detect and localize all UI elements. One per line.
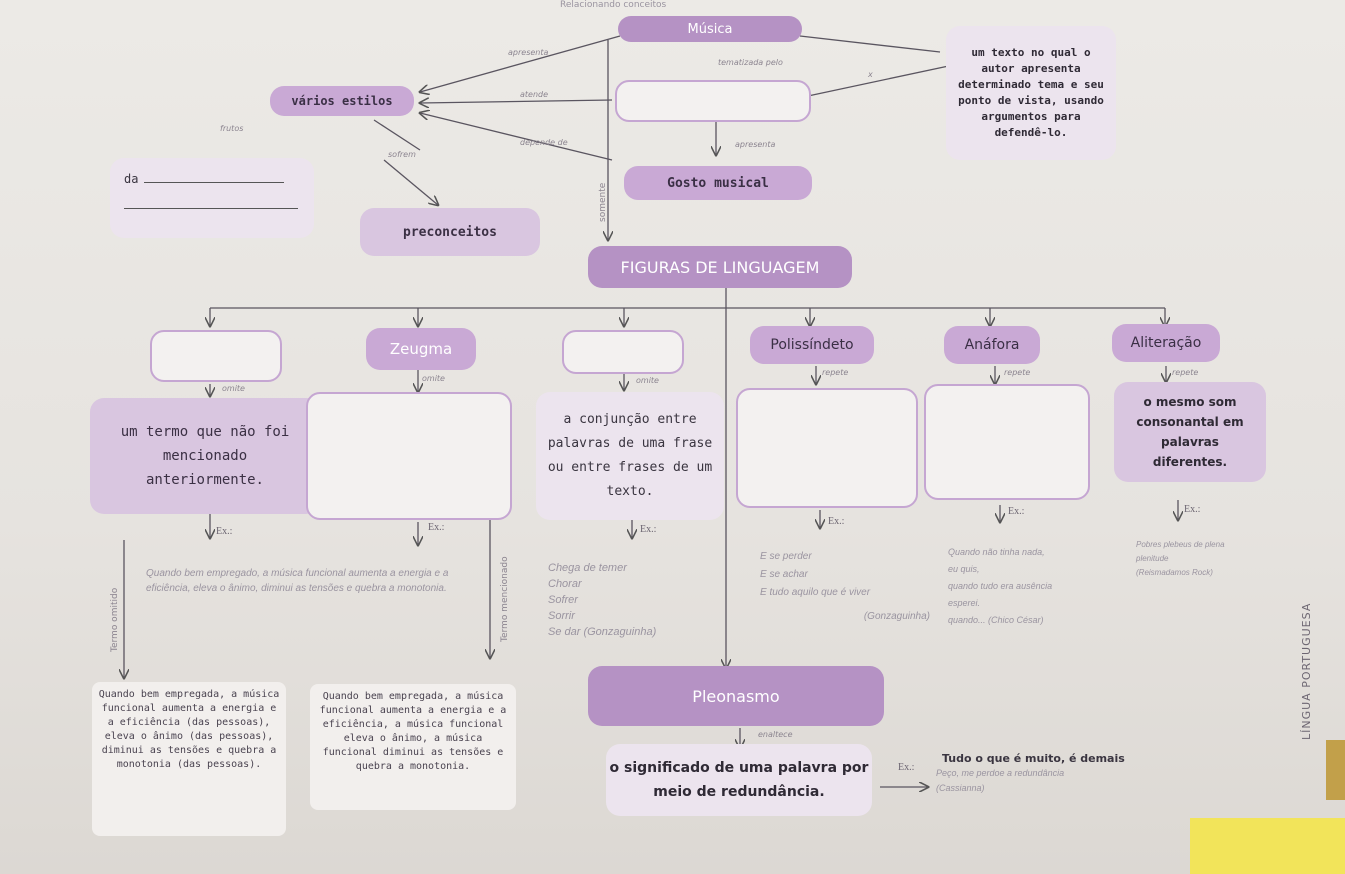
node-figuras-de-linguagem: FIGURAS DE LINGUAGEM	[588, 246, 852, 288]
edge-label-repete-1: repete	[822, 368, 849, 377]
polissindeto-line: E se achar	[760, 569, 808, 580]
ex-label-5: Ex.:	[1008, 506, 1025, 517]
polissindeto-line: E tudo aquilo que é viver	[760, 587, 871, 598]
edge-label-frutos: frutos	[220, 124, 244, 133]
edge-label-omite-1: omite	[222, 384, 245, 393]
anafora-line: eu quis,	[948, 564, 980, 574]
example-assindeto: Chega de temer Chorar Sofrer Sorrir Se d…	[548, 560, 708, 640]
edge-label-atende: atende	[520, 90, 549, 99]
aliteracao-line: (Reismadamos Rock)	[1136, 568, 1213, 577]
ex-label-7: Ex.:	[898, 762, 915, 773]
anafora-line: quando tudo era ausência	[948, 581, 1053, 591]
edge-label-somente: somente	[598, 182, 608, 222]
polissindeto-line: (Gonzaguinha)	[863, 611, 930, 622]
definition-pleonasmo: o significado de uma palavra por meio de…	[606, 744, 872, 816]
blank-figure-1[interactable]	[150, 330, 282, 382]
polissindeto-line: E se perder	[760, 551, 812, 562]
edge-label-apresenta-mid: apresenta	[735, 140, 776, 149]
ex-label-6: Ex.:	[1184, 504, 1201, 515]
side-tab-marker	[1326, 740, 1345, 800]
edge-label-sofrem: sofrem	[388, 150, 416, 159]
node-preconceitos: preconceitos	[360, 208, 540, 256]
example-elipse: Quando bem empregado, a música funcional…	[146, 568, 449, 594]
anafora-line: esperei.	[948, 598, 981, 608]
sticky-note	[1190, 818, 1345, 874]
da-label: da	[124, 172, 139, 186]
edge-label-repete-2: repete	[1004, 368, 1031, 377]
label-termo-omitido: Termo omitido	[110, 587, 120, 652]
blank-line-1[interactable]	[144, 182, 285, 183]
example-polissindeto: E se perder E se achar E tudo aquilo que…	[760, 548, 930, 626]
edge-label-omite-3: omite	[636, 376, 659, 385]
node-zeugma: Zeugma	[366, 328, 476, 370]
aliteracao-line: plenitude	[1136, 554, 1169, 563]
header-text: Relacionando conceitos	[560, 0, 667, 10]
card-elipse-example: Quando bem empregada, a música funcional…	[92, 682, 286, 836]
edge-label-tematizada: tematizada pelo	[718, 58, 783, 67]
example-anafora: Quando não tinha nada, eu quis, quando t…	[948, 544, 1118, 629]
ex-label-4: Ex.:	[828, 516, 845, 527]
assindeto-line: Sofrer	[548, 594, 578, 606]
definition-aliteracao: o mesmo som consonantal em palavras dife…	[1114, 382, 1266, 482]
label-termo-mencionado: Termo mencionado	[500, 556, 510, 642]
side-tab-label: LÍNGUA PORTUGUESA	[1300, 602, 1313, 740]
definition-assindeto: a conjunção entre palavras de uma frase …	[536, 392, 724, 520]
ex-label-3: Ex.:	[640, 524, 657, 535]
example-aliteracao: Pobres plebeus de plena plenitude (Reism…	[1136, 538, 1266, 580]
blank-definition-polissindeto[interactable]	[736, 388, 918, 508]
node-gosto-musical: Gosto musical	[624, 166, 812, 200]
node-pleonasmo: Pleonasmo	[588, 666, 884, 726]
pleonasmo-line: (Cassianna)	[936, 783, 985, 793]
pleonasmo-example-title: Tudo o que é muito, é demais	[942, 752, 1125, 765]
node-polissindeto: Polissíndeto	[750, 326, 874, 364]
node-aliteracao: Aliteração	[1112, 324, 1220, 362]
assindeto-line: Chega de temer	[548, 562, 627, 574]
edge-label-apresenta: apresenta	[508, 48, 549, 57]
anafora-line: Quando não tinha nada,	[948, 547, 1045, 557]
edge-label-x: x	[868, 70, 873, 79]
assindeto-line: Se dar (Gonzaguinha)	[548, 626, 657, 638]
assindeto-line: Chorar	[548, 578, 582, 590]
card-zeugma-example: Quando bem empregada, a música funcional…	[310, 684, 516, 810]
blank-definition-zeugma[interactable]	[306, 392, 512, 520]
node-musica: Música	[618, 16, 802, 42]
assindeto-line: Sorrir	[548, 610, 575, 622]
node-varios-estilos: vários estilos	[270, 86, 414, 116]
node-anafora: Anáfora	[944, 326, 1040, 364]
ex-label-2: Ex.:	[428, 522, 445, 533]
edge-label-depende: depende de	[520, 138, 568, 147]
blank-node-top[interactable]	[615, 80, 811, 122]
edge-label-enaltece: enaltece	[758, 730, 793, 739]
blank-line-2[interactable]	[124, 208, 298, 209]
blank-definition-anafora[interactable]	[924, 384, 1090, 500]
ex-label-1: Ex.:	[216, 526, 233, 537]
blank-figure-2[interactable]	[562, 330, 684, 374]
anafora-line: quando... (Chico César)	[948, 615, 1044, 625]
example-pleonasmo: Peço, me perdoe a redundância (Cassianna…	[936, 766, 1116, 796]
edge-label-repete-3: repete	[1172, 368, 1199, 377]
aliteracao-line: Pobres plebeus de plena	[1136, 540, 1225, 549]
definition-elipse: um termo que não foi mencionado anterior…	[90, 398, 320, 514]
node-da: da	[110, 158, 314, 238]
pleonasmo-line: Peço, me perdoe a redundância	[936, 768, 1065, 778]
edge-label-omite-2: omite	[422, 374, 445, 383]
node-definition: um texto no qual o autor apresenta deter…	[946, 26, 1116, 160]
